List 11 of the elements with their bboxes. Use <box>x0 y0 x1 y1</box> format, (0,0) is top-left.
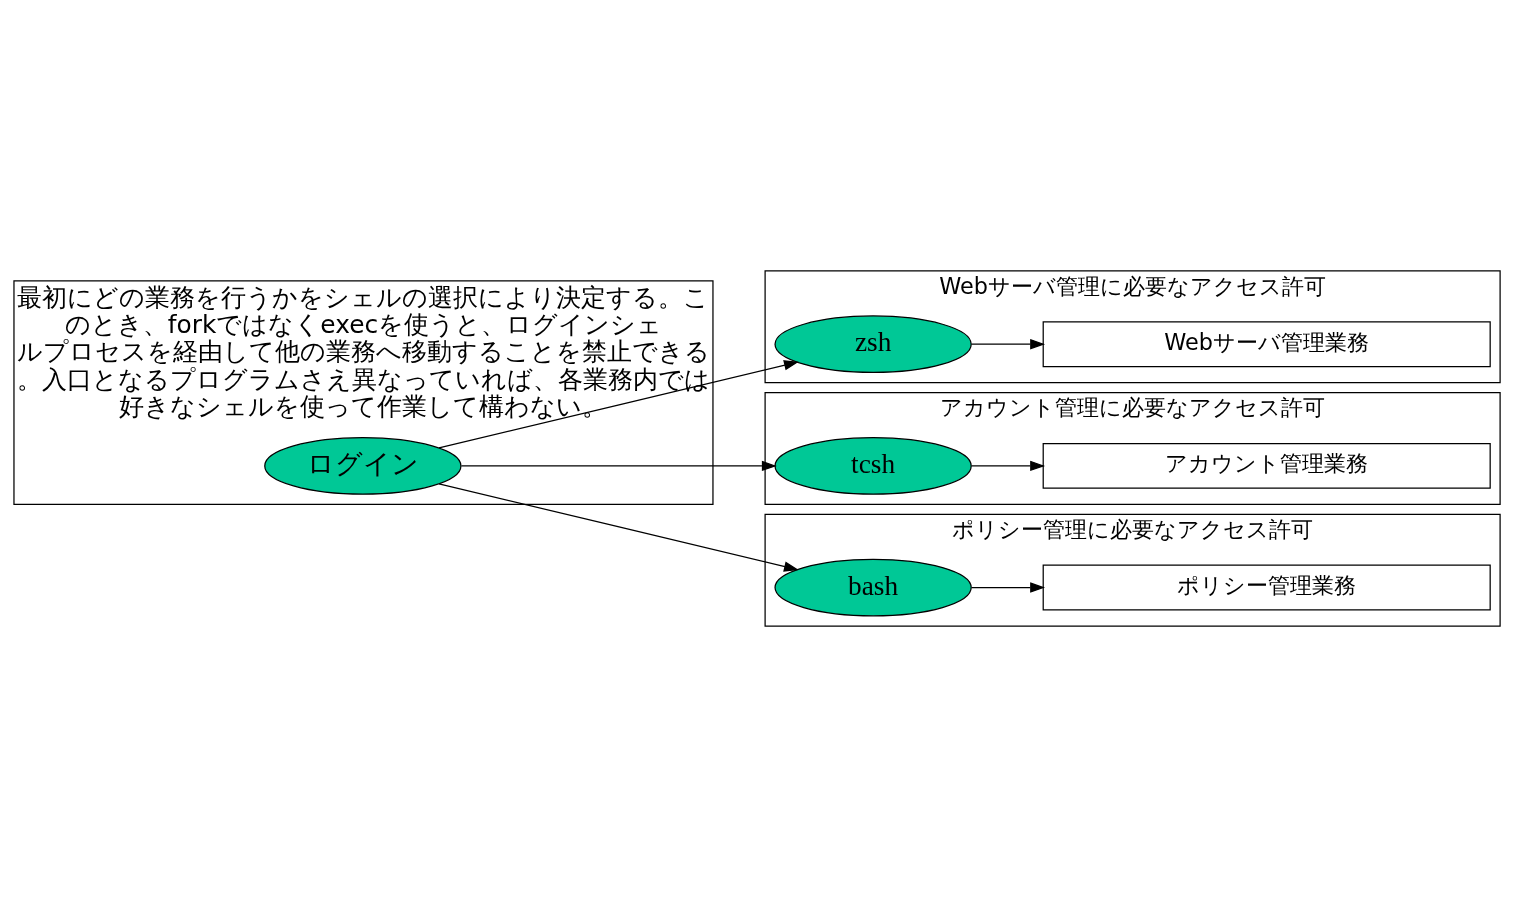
arrow <box>970 339 1045 350</box>
node-box: アカウント管理業務 <box>1042 442 1491 489</box>
node-ellipse: ログイン <box>263 437 462 495</box>
arrow <box>970 460 1045 472</box>
arrow <box>460 460 777 472</box>
node-ellipse: tcsh <box>773 437 972 495</box>
node-box: ポリシー管理業務 <box>1042 564 1491 611</box>
arrow <box>437 483 799 572</box>
arrow <box>970 582 1045 593</box>
node-box: Webサーバ管理業務 <box>1042 321 1491 368</box>
arrow <box>437 360 799 449</box>
